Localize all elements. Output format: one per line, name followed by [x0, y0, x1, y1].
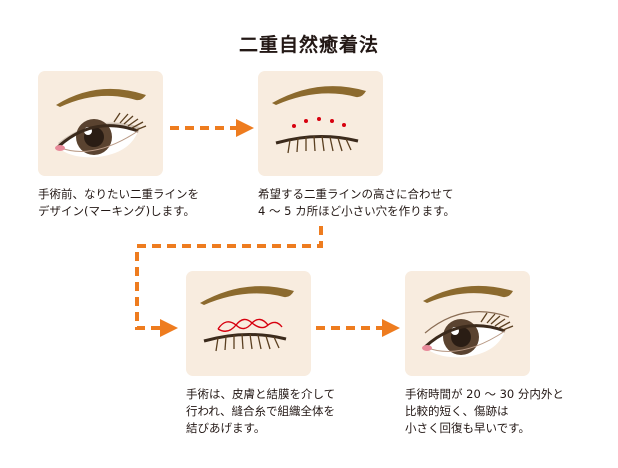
step-4-caption: 手術時間が 20 〜 30 分内外と 比較的短く、傷跡は 小さく回復も早いです。 [405, 386, 564, 437]
step-1-caption: 手術前、なりたい二重ラインを デザイン(マーキング)します。 [38, 186, 199, 220]
eye-open-icon [55, 88, 147, 158]
arrow-step3-to-step4 [316, 319, 400, 337]
step-4-caption-line: 比較的短く、傷跡は [405, 404, 509, 418]
step-3-caption-line: 結びあげます。 [186, 421, 266, 435]
page-title: 二重自然癒着法 [238, 34, 379, 56]
step-4-caption-line: 小さく回復も早いです。 [405, 421, 531, 435]
step-3-panel [186, 271, 311, 376]
step-1-panel [38, 71, 163, 176]
step-2-caption-line: 希望する二重ラインの高さに合わせて [258, 187, 454, 201]
eye-closed-marked-icon [272, 86, 366, 154]
arrow-step2-to-step3 [135, 226, 323, 337]
step-2-panel [258, 71, 383, 176]
step-3-caption-line: 行われ、縫合糸で組織全体を [186, 404, 336, 418]
step-2-caption: 希望する二重ラインの高さに合わせて 4 〜 5 カ所ほど小さい穴を作ります。 [258, 186, 455, 220]
step-1-caption-line: 手術前、なりたい二重ラインを [38, 187, 199, 201]
step-3-caption-line: 手術は、皮膚と結膜を介して [186, 387, 336, 401]
arrow-step1-to-step2 [170, 119, 254, 137]
eye-closed-sutured-icon [200, 286, 294, 352]
step-4-caption-line: 手術時間が 20 〜 30 分内外と [405, 387, 564, 401]
step-3-caption: 手術は、皮膚と結膜を介して 行われ、縫合糸で組織全体を 結びあげます。 [186, 386, 335, 437]
step-4-panel [405, 271, 530, 376]
eye-double-lid-icon [422, 285, 514, 358]
step-1-caption-line: デザイン(マーキング)します。 [38, 204, 195, 218]
step-2-caption-line: 4 〜 5 カ所ほど小さい穴を作ります。 [258, 204, 455, 218]
